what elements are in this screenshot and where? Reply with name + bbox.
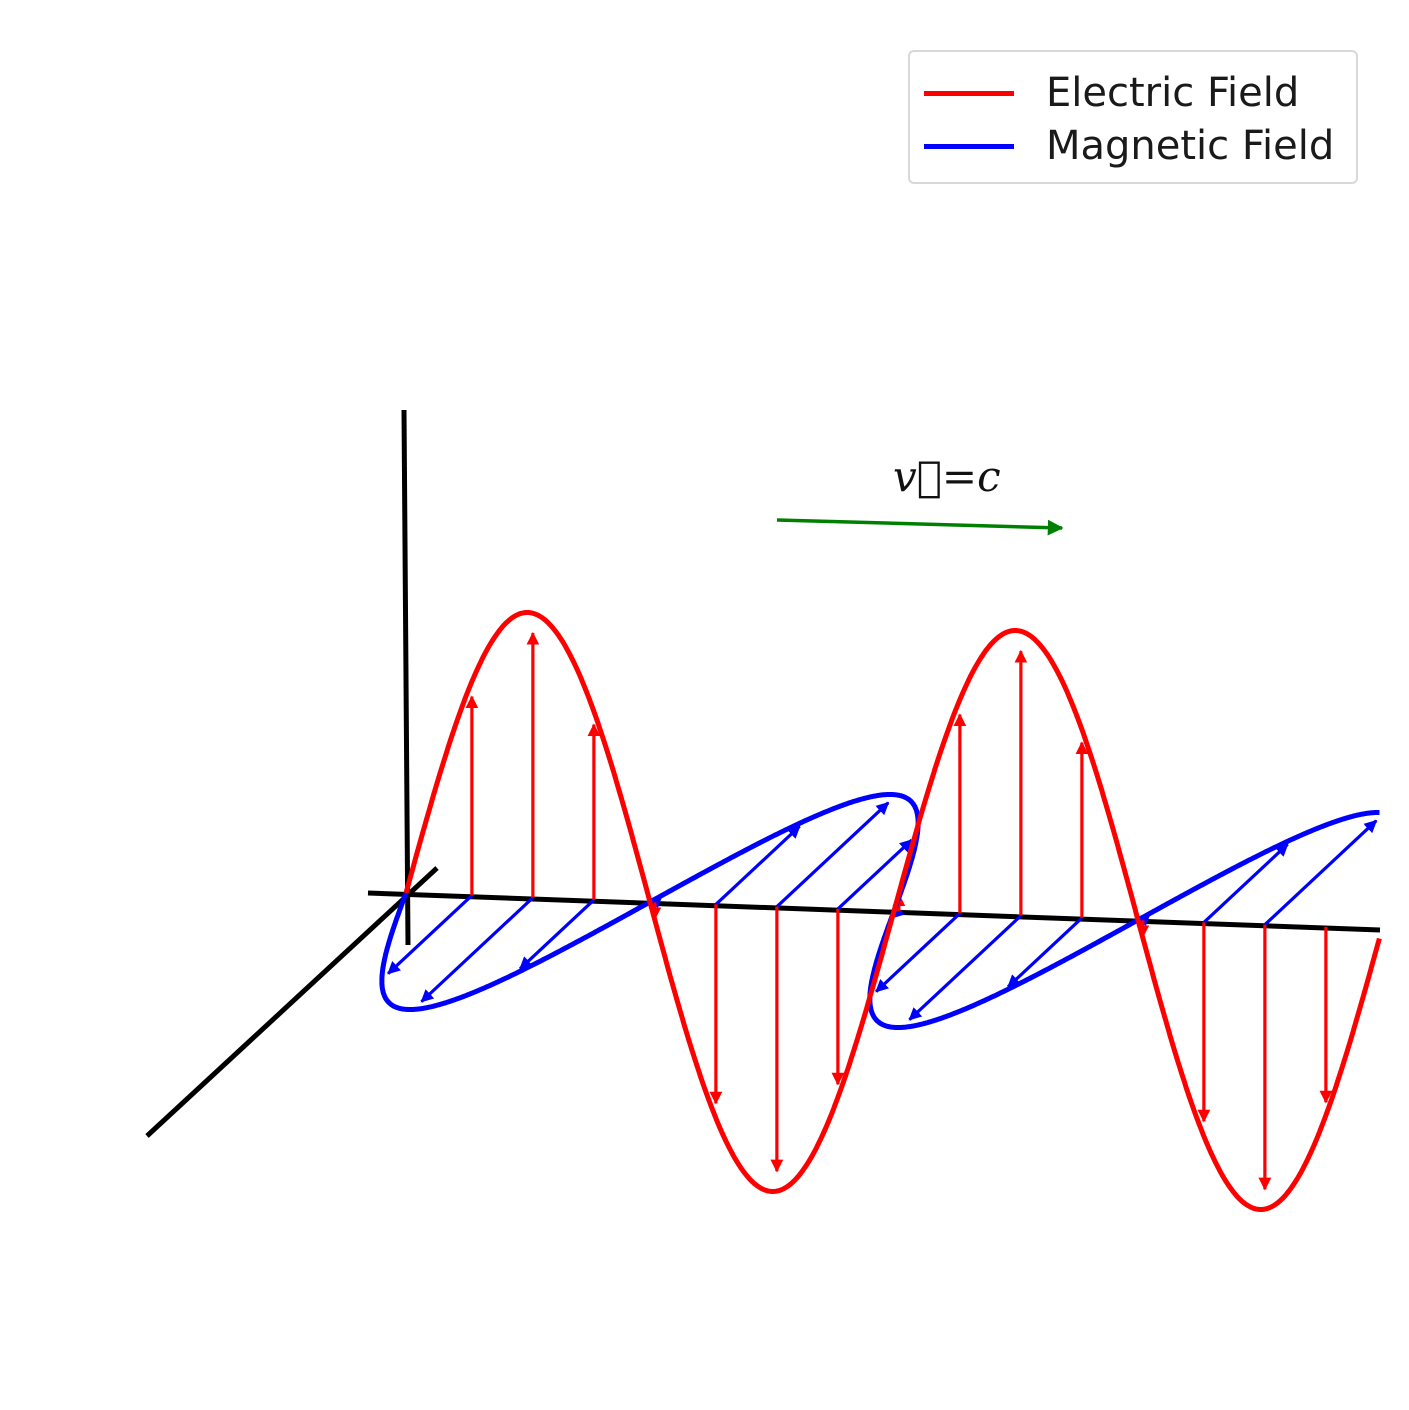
velocity-arrow xyxy=(776,518,1064,536)
electric-field-curve xyxy=(403,610,1382,1212)
magnetic-field-vector xyxy=(1006,916,1083,988)
legend-label-magnetic: Magnetic Field xyxy=(1046,123,1335,169)
legend-item-magnetic: Magnetic Field xyxy=(924,126,1334,166)
depth-axis xyxy=(145,866,439,1138)
magnetic-field-vector xyxy=(775,801,890,908)
electric-swatch xyxy=(924,90,1014,96)
magnetic-field-vector xyxy=(518,898,595,970)
magnetic-field-vector xyxy=(1263,819,1378,926)
legend-item-electric: Electric Field xyxy=(924,73,1299,113)
legend: Electric Field Magnetic Field xyxy=(908,50,1358,184)
velocity-label: v⃗=c xyxy=(893,452,1001,501)
magnetic-field-vector xyxy=(1202,843,1289,924)
legend-label-electric: Electric Field xyxy=(1046,70,1300,116)
magnetic-field-vector xyxy=(908,914,1022,1021)
magnetic-field-vector xyxy=(420,896,534,1003)
magnetic-field-vector xyxy=(836,838,913,911)
vertical-axis xyxy=(401,409,411,946)
magnetic-field-vector xyxy=(875,912,961,993)
magnetic-swatch xyxy=(924,143,1014,149)
magnetic-field-vector xyxy=(714,825,801,906)
magnetic-field-vector xyxy=(387,894,473,975)
axes xyxy=(145,409,1381,1138)
propagation-axis xyxy=(367,890,1381,933)
